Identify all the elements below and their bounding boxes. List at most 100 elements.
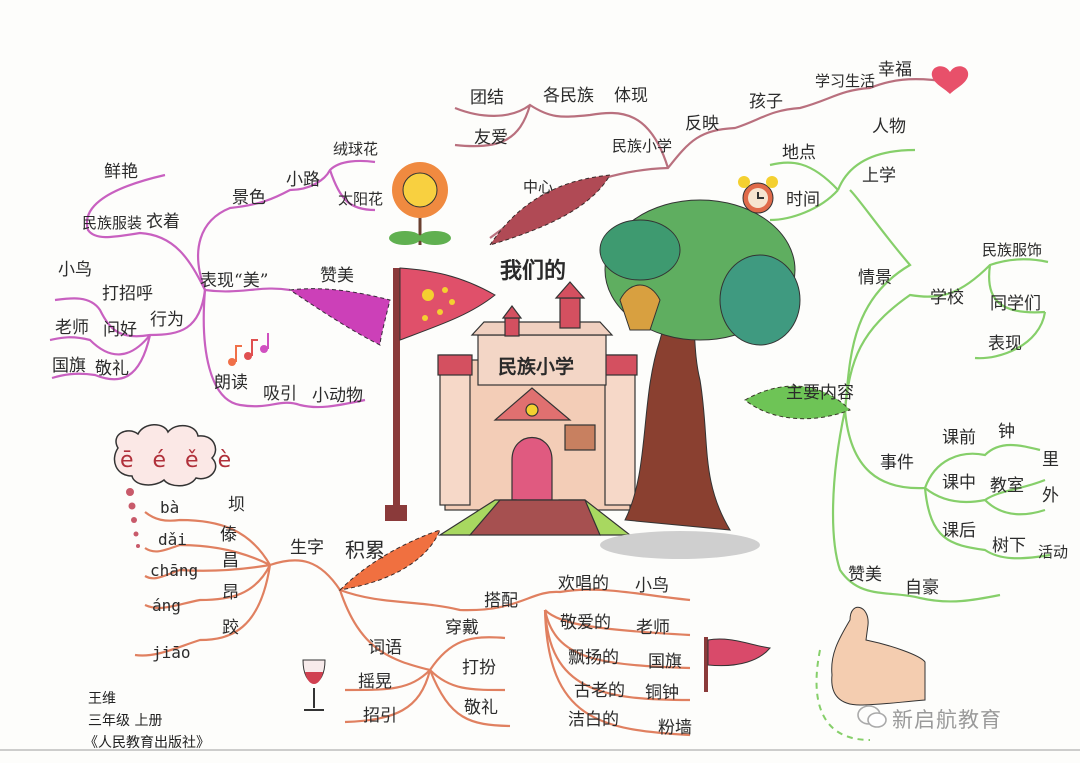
pair-noun-3: 国旗 bbox=[648, 652, 682, 672]
node-study-life: 学习生活 bbox=[815, 72, 876, 90]
node-place: 地点 bbox=[782, 143, 816, 163]
node-outside: 外 bbox=[1042, 486, 1059, 506]
node-proud: 自豪 bbox=[905, 578, 939, 598]
node-time: 时间 bbox=[786, 190, 820, 210]
pinyin-jiao: jiāo bbox=[152, 643, 191, 662]
node-read-aloud: 朗读 bbox=[214, 373, 248, 393]
node-attract: 吸引 bbox=[263, 384, 297, 404]
node-school-place: 学校 bbox=[930, 288, 964, 308]
pair-adj-1: 欢唱的 bbox=[558, 574, 609, 594]
node-activity: 活动 bbox=[1038, 543, 1069, 561]
author-publisher: 《人民教育出版社》 bbox=[84, 735, 210, 751]
pair-adj-2: 敬爱的 bbox=[560, 613, 611, 633]
node-teacher: 老师 bbox=[55, 318, 89, 338]
praise-branch-lines bbox=[49, 159, 376, 409]
pinyin-ang: áng bbox=[152, 596, 181, 615]
node-school: 民族小学 bbox=[612, 137, 673, 155]
accumulate-branch-lines bbox=[134, 511, 691, 737]
heart-icon bbox=[931, 66, 969, 94]
node-under-tree: 树下 bbox=[992, 536, 1026, 556]
node-show-beauty: 表现“美” bbox=[200, 271, 269, 291]
node-words: 词语 bbox=[368, 638, 402, 658]
node-classmates: 同学们 bbox=[990, 294, 1041, 314]
node-behavior: 行为 bbox=[150, 310, 184, 330]
node-all-ethnic: 各民族 bbox=[543, 86, 594, 106]
author-name: 王维 bbox=[88, 691, 116, 707]
word-attract: 招引 bbox=[363, 706, 397, 726]
small-flag-icon bbox=[704, 637, 771, 692]
node-bell: 钟 bbox=[998, 422, 1015, 442]
branch-label-accumulate: 积累 bbox=[345, 538, 385, 562]
main-content-leaf bbox=[744, 385, 851, 420]
node-ethnic-clothing: 民族服装 bbox=[82, 214, 143, 232]
node-scene: 情景 bbox=[858, 268, 892, 288]
char-ang: 昂 bbox=[222, 583, 239, 603]
node-characters: 人物 bbox=[872, 117, 906, 137]
node-go-to-school: 上学 bbox=[862, 166, 896, 186]
char-dai: 傣 bbox=[220, 525, 237, 545]
thumbs-up-icon bbox=[831, 607, 926, 706]
node-ethnic-costume: 民族服饰 bbox=[982, 241, 1043, 259]
branch-label-main-content: 主要内容 bbox=[786, 383, 854, 403]
sunflower-icon bbox=[389, 162, 451, 245]
node-pairs: 搭配 bbox=[484, 591, 518, 611]
main-content-branch-lines bbox=[769, 148, 1051, 603]
pair-adj-4: 古老的 bbox=[574, 681, 625, 701]
node-clothing: 衣着 bbox=[146, 212, 180, 232]
node-bird: 小鸟 bbox=[58, 260, 92, 280]
tone-marks: ē é ě è bbox=[120, 448, 238, 473]
tree bbox=[599, 199, 801, 531]
char-jiao: 跤 bbox=[222, 618, 239, 638]
node-unity: 团结 bbox=[470, 88, 504, 108]
node-children: 孩子 bbox=[749, 92, 783, 112]
alarm-clock-icon bbox=[738, 176, 778, 214]
branch-label-praise: 赞美 bbox=[320, 266, 354, 286]
node-classroom: 教室 bbox=[990, 476, 1024, 496]
node-bright: 鲜艳 bbox=[104, 162, 138, 182]
pair-adj-5: 洁白的 bbox=[568, 710, 619, 730]
node-greet: 打招呼 bbox=[102, 284, 153, 304]
node-path: 小路 bbox=[286, 170, 320, 190]
author-grade: 三年级 上册 bbox=[88, 713, 163, 729]
thought-dots bbox=[126, 488, 140, 548]
gravel bbox=[600, 531, 760, 559]
wine-glass-icon bbox=[302, 659, 326, 711]
node-happiness: 幸福 bbox=[878, 60, 912, 80]
node-pompom-flower: 绒球花 bbox=[333, 140, 379, 158]
pair-noun-2: 老师 bbox=[636, 618, 670, 638]
pinyin-chang: chāng bbox=[150, 561, 199, 580]
node-during-class: 课中 bbox=[942, 473, 976, 493]
word-salute: 敬礼 bbox=[464, 698, 498, 718]
accumulate-leaf bbox=[338, 529, 441, 591]
map-title: 我们的 bbox=[500, 258, 567, 284]
node-scenery: 景色 bbox=[232, 188, 266, 208]
pinyin-ba: bà bbox=[160, 498, 180, 517]
watermark-text: 新启航教育 bbox=[892, 708, 1002, 732]
center-idea-leaf bbox=[488, 174, 611, 246]
pair-noun-4: 铜钟 bbox=[645, 683, 679, 703]
node-salute: 敬礼 bbox=[95, 359, 129, 379]
school-sign: 民族小学 bbox=[498, 356, 575, 378]
node-sunflower: 太阳花 bbox=[338, 190, 384, 208]
word-sway: 摇晃 bbox=[358, 672, 392, 692]
pair-adj-3: 飘扬的 bbox=[568, 648, 619, 668]
tone-cloud bbox=[113, 424, 217, 487]
node-inside: 里 bbox=[1042, 450, 1059, 470]
bell-icon bbox=[619, 284, 661, 331]
national-flag bbox=[385, 267, 496, 521]
node-embody: 体现 bbox=[614, 86, 648, 106]
branch-label-center-idea: 中心 bbox=[523, 178, 554, 196]
pinyin-dai: dǎi bbox=[158, 530, 187, 549]
node-flag: 国旗 bbox=[52, 356, 86, 376]
music-notes-icon bbox=[228, 333, 269, 366]
node-events: 事件 bbox=[880, 453, 914, 473]
node-before-class: 课前 bbox=[942, 428, 976, 448]
node-friendship: 友爱 bbox=[474, 128, 508, 148]
word-wear: 穿戴 bbox=[445, 618, 479, 638]
pair-noun-1: 小鸟 bbox=[635, 576, 669, 596]
praise-leaf bbox=[288, 288, 391, 346]
node-reflect: 反映 bbox=[685, 114, 719, 134]
node-performance: 表现 bbox=[988, 334, 1022, 354]
word-dress-up: 打扮 bbox=[462, 658, 496, 678]
